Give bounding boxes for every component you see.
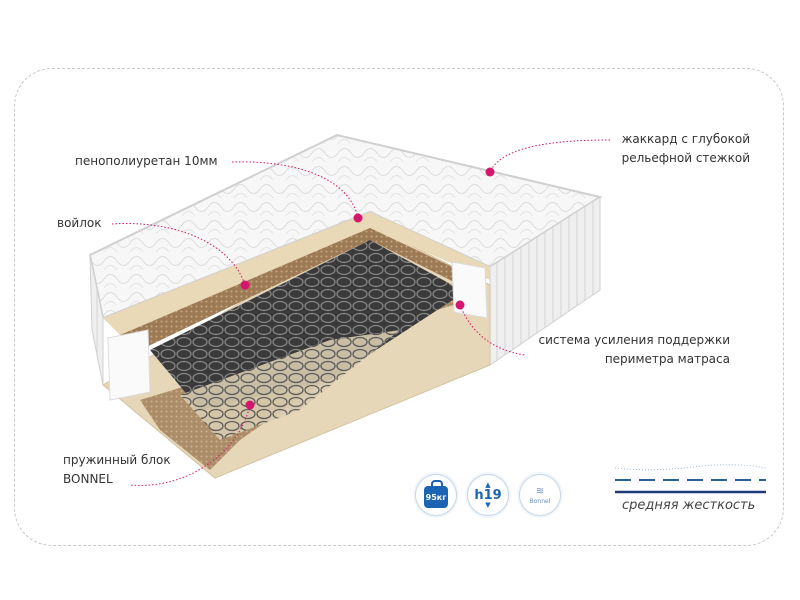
label-felt: войлок [57,216,102,230]
spring-type-value: Bonnel [529,497,551,505]
label-perimeter: система усиления поддержки периметра мат… [539,331,730,369]
callout-dots [240,167,495,410]
arrow-down-icon: ▼ [485,500,491,509]
arrow-up-icon: ▲ [485,480,491,489]
spring-icon: ≋ [535,485,545,497]
label-perimeter-line1: система усиления поддержки [538,333,730,347]
label-springs-line2: BONNEL [63,472,113,486]
spring-block-dark [150,240,465,410]
felt-layer-wall [120,228,480,350]
height-badge: ▲ h19 ▼ [467,474,509,516]
weight-badge: 95кг [415,474,457,516]
weight-icon: 95кг [424,480,448,508]
foam-layer-wall [103,212,490,335]
label-springs-line1: пружинный блок [63,453,171,467]
label-jacquard-line1: жаккард с глубокой [621,132,750,146]
firmness-scale-icon [614,464,767,494]
firmness-label: средняя жесткость [622,498,756,513]
label-jacquard: жаккард с глубокой рельефной стежкой [622,130,750,168]
weight-value: 95кг [425,492,447,502]
callout-lines [111,139,611,486]
perimeter-foam-block-right [451,261,488,319]
spring-block-front [180,330,400,440]
height-value: h19 [474,487,502,503]
spring-type-badge: ≋ Bonnel [519,474,561,516]
label-foam: пенополиуретан 10мм [75,154,218,168]
label-springs: пружинный блок BONNEL [63,451,171,489]
perimeter-foam-block-left [107,329,151,401]
label-jacquard-line2: рельефной стежкой [621,151,750,165]
dashed-frame [14,68,784,546]
label-perimeter-line2: периметра матраса [604,352,730,366]
